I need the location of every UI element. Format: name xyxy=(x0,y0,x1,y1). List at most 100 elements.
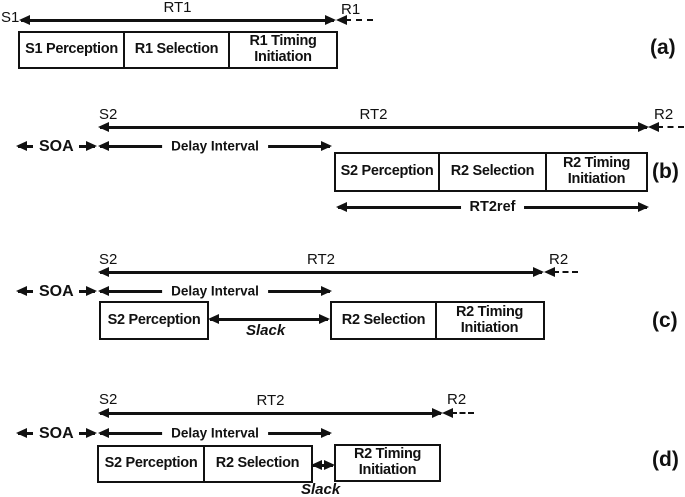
r2-dashed-line xyxy=(553,271,578,273)
arrowhead-left-icon xyxy=(98,122,109,132)
soa-right-arrow xyxy=(78,285,97,297)
slack-label: Slack xyxy=(301,481,341,497)
soa-left-arrow xyxy=(16,140,34,152)
s2-perception-box: S2 Perception xyxy=(97,445,205,483)
rt2-arrow-line xyxy=(100,126,647,129)
panel-b-letter: (b) xyxy=(652,160,679,183)
r1-dashed-line xyxy=(345,19,373,21)
panel-a-letter: (a) xyxy=(650,36,676,59)
s2-perception-box: S2 Perception xyxy=(334,152,440,192)
rt1-label: RT1 xyxy=(163,0,192,16)
arrowhead-right-icon xyxy=(325,15,336,25)
arrowhead-left-icon xyxy=(16,286,27,296)
rt2-arrow: RT2 xyxy=(98,106,649,133)
panel-b-stage-boxes: S2 Perception R2 Selection R2 Timing Ini… xyxy=(334,152,648,192)
arrowhead-left-icon xyxy=(311,460,322,470)
r2-timing-initiation-box: R2 Timing Initiation xyxy=(545,152,648,192)
arrowhead-right-icon xyxy=(638,202,649,212)
soa-label: SOA xyxy=(39,138,74,155)
rt2-label: RT2 xyxy=(306,251,336,268)
s2-label: S2 xyxy=(99,251,118,268)
soa-right-arrow xyxy=(78,427,97,439)
rt2-arrow: RT2 xyxy=(98,251,544,278)
soa-right-arrow xyxy=(78,140,97,152)
rt1-arrow: RT1 xyxy=(19,0,336,26)
r2-selection-box: R2 Selection xyxy=(330,301,437,340)
r1-dashed-arrow xyxy=(336,14,373,26)
r2-dashed-arrow xyxy=(442,407,474,419)
arrowhead-right-icon xyxy=(432,408,443,418)
panel-c-letter: (c) xyxy=(652,309,678,332)
soa-label: SOA xyxy=(39,425,74,442)
r2-timing-initiation-box: R2 Timing Initiation xyxy=(334,444,441,482)
slack-label: Slack xyxy=(246,322,286,339)
rt2-arrow-line xyxy=(100,271,542,274)
rt2ref-label: RT2ref xyxy=(460,199,525,215)
panel-d-letter: (d) xyxy=(652,448,679,471)
s1-label: S1 xyxy=(1,9,20,26)
r1-selection-box: R1 Selection xyxy=(122,31,231,69)
soa-left-arrow xyxy=(16,427,34,439)
soa-left-arrow xyxy=(16,285,34,297)
arrowhead-right-icon xyxy=(319,314,330,324)
panel-d-stage-boxes: S2 Perception R2 Selection xyxy=(97,445,313,483)
r1-timing-initiation-box: R1 Timing Initiation xyxy=(228,31,338,69)
arrowhead-left-icon xyxy=(648,122,659,132)
rt1-arrow-line xyxy=(21,19,334,22)
r1-label: R1 xyxy=(341,1,361,18)
r2-dashed-line xyxy=(657,126,684,128)
delay-interval-arrow: Delay Interval xyxy=(98,283,332,299)
r2-dashed-line xyxy=(451,412,474,414)
rt2-label: RT2 xyxy=(256,392,285,409)
arrowhead-left-icon xyxy=(98,408,109,418)
rt2ref-arrow: RT2ref xyxy=(336,199,649,215)
slack-line xyxy=(210,318,328,321)
arrowhead-left-icon xyxy=(544,267,555,277)
delay-interval-arrow: Delay Interval xyxy=(98,138,332,154)
s2-label: S2 xyxy=(99,391,118,408)
slack-line xyxy=(313,464,333,467)
delay-interval-label: Delay Interval xyxy=(162,425,268,441)
s1-perception-box: S1 Perception xyxy=(18,31,125,69)
rt2-arrow: RT2 xyxy=(98,392,443,419)
r2-selection-box: R2 Selection xyxy=(437,152,548,192)
arrowhead-left-icon xyxy=(208,314,219,324)
r2-timing-initiation-box: R2 Timing Initiation xyxy=(434,301,545,340)
panel-c-stage-boxes: R2 Selection R2 Timing Initiation xyxy=(330,301,545,340)
slack-arrow xyxy=(311,459,335,471)
arrowhead-left-icon xyxy=(16,141,27,151)
r2-label: R2 xyxy=(549,251,569,268)
r2-dashed-arrow xyxy=(544,266,578,278)
soa-label: SOA xyxy=(39,283,74,300)
panel-a-stage-boxes: S1 Perception R1 Selection R1 Timing Ini… xyxy=(18,31,338,69)
r2-label: R2 xyxy=(654,106,674,123)
arrowhead-left-icon xyxy=(336,202,347,212)
arrowhead-right-icon xyxy=(638,122,649,132)
delay-interval-label: Delay Interval xyxy=(162,283,268,299)
r2-label: R2 xyxy=(447,391,467,408)
arrowhead-left-icon xyxy=(98,141,109,151)
rt2-arrow-line xyxy=(100,412,441,415)
arrowhead-right-icon xyxy=(533,267,544,277)
arrowhead-left-icon xyxy=(442,408,453,418)
arrowhead-left-icon xyxy=(336,15,347,25)
arrowhead-right-icon xyxy=(321,141,332,151)
arrowhead-right-icon xyxy=(86,286,97,296)
r2-selection-box: R2 Selection xyxy=(202,445,313,483)
arrowhead-right-icon xyxy=(86,141,97,151)
arrowhead-right-icon xyxy=(324,460,335,470)
arrowhead-right-icon xyxy=(321,286,332,296)
delay-interval-label: Delay Interval xyxy=(162,138,268,154)
s2-perception-box: S2 Perception xyxy=(99,301,209,340)
arrowhead-left-icon xyxy=(19,15,30,25)
delay-interval-arrow: Delay Interval xyxy=(98,425,332,441)
arrowhead-right-icon xyxy=(321,428,332,438)
slack-arrow xyxy=(208,313,330,325)
arrowhead-left-icon xyxy=(16,428,27,438)
s2-label: S2 xyxy=(99,106,118,123)
r2-dashed-arrow xyxy=(648,121,684,133)
arrowhead-left-icon xyxy=(98,286,109,296)
arrowhead-left-icon xyxy=(98,267,109,277)
arrowhead-left-icon xyxy=(98,428,109,438)
